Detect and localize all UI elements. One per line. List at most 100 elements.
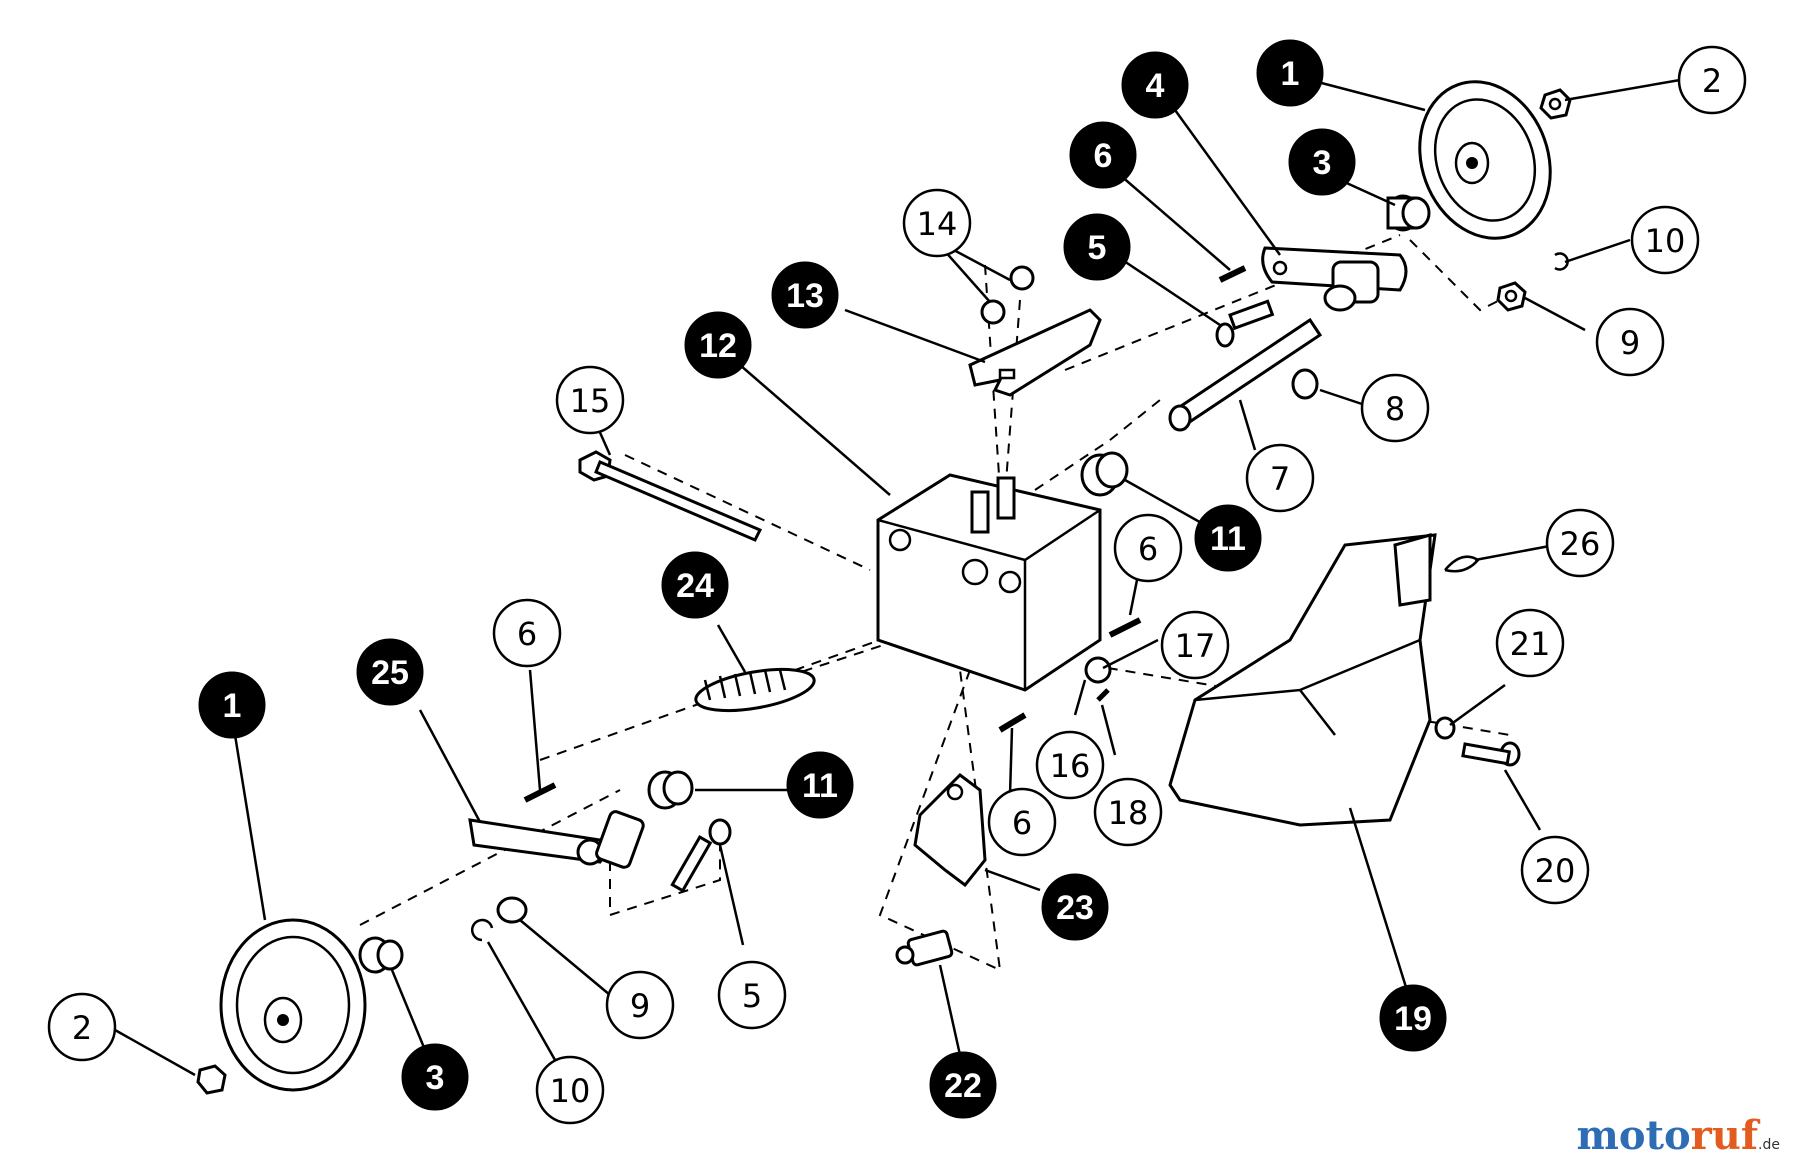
clamp-bracket xyxy=(913,773,987,888)
spacer-11-mid xyxy=(1080,451,1129,497)
washer xyxy=(1291,368,1319,400)
watermark-logo: motoruf.de xyxy=(1576,1112,1781,1159)
callout-8: 8 xyxy=(1360,373,1430,443)
nut-9-top xyxy=(1496,281,1527,312)
callout-10: 10 xyxy=(535,1055,605,1125)
callout-9: 9 xyxy=(1595,307,1665,377)
callout-circle xyxy=(1379,984,1447,1052)
callout-number: 23 xyxy=(1056,889,1094,927)
pin-top xyxy=(1218,265,1247,283)
callout-number: 5 xyxy=(742,977,762,1015)
callout-circle xyxy=(1160,610,1230,680)
leader-lines xyxy=(114,78,1681,1077)
spacer-bottom xyxy=(358,936,404,974)
callout-number: 9 xyxy=(630,987,650,1025)
callout-number: 6 xyxy=(517,615,537,653)
shaft xyxy=(1168,317,1323,432)
callout-12: 12 xyxy=(684,311,752,379)
callout-10: 10 xyxy=(1630,205,1700,275)
callout-1: 1 xyxy=(198,671,266,739)
callout-number: 14 xyxy=(917,205,958,243)
callout-9: 9 xyxy=(605,970,675,1040)
callout-number: 15 xyxy=(570,382,611,420)
callout-circle xyxy=(1113,513,1183,583)
callout-circle xyxy=(684,311,752,379)
cable-clamp xyxy=(895,929,954,967)
callout-11: 11 xyxy=(1194,504,1262,572)
callout-circle xyxy=(1677,45,1747,115)
callout-circle xyxy=(1041,873,1109,941)
pulley-bottom xyxy=(219,918,367,1092)
callout-number: 8 xyxy=(1385,390,1405,428)
callout-6: 6 xyxy=(492,598,562,668)
callout-11: 11 xyxy=(786,751,854,819)
callout-circle xyxy=(717,960,787,1030)
callout-circle xyxy=(401,1043,469,1111)
callout-13: 13 xyxy=(771,261,839,329)
callout-circle xyxy=(1245,443,1315,513)
nut-17 xyxy=(1084,656,1112,684)
callout-number: 26 xyxy=(1560,525,1601,563)
callout-15: 15 xyxy=(555,365,625,435)
callout-number: 19 xyxy=(1394,1000,1432,1038)
callout-number: 9 xyxy=(1620,324,1640,362)
bolt-bottom xyxy=(670,818,732,893)
callout-3: 3 xyxy=(1288,128,1356,196)
nut-14b xyxy=(980,299,1006,325)
callout-number: 10 xyxy=(550,1072,591,1110)
callout-circle xyxy=(535,1055,605,1125)
bracket xyxy=(968,308,1102,397)
callout-3: 3 xyxy=(401,1043,469,1111)
callout-number: 6 xyxy=(1012,804,1032,842)
callout-6: 6 xyxy=(987,787,1057,857)
pin-lower xyxy=(998,712,1027,733)
callout-number: 11 xyxy=(802,767,838,805)
washer-9-bottom xyxy=(496,896,528,924)
nut-14a xyxy=(1009,265,1035,291)
callout-2: 2 xyxy=(1677,45,1747,115)
callout-number: 12 xyxy=(699,327,737,365)
callout-circle xyxy=(1069,121,1137,189)
callout-circle xyxy=(661,551,729,619)
callout-number: 6 xyxy=(1094,137,1113,175)
callout-number: 13 xyxy=(786,277,824,315)
callout-number: 10 xyxy=(1645,222,1686,260)
callout-24: 24 xyxy=(661,551,729,619)
callout-6: 6 xyxy=(1069,121,1137,189)
callout-1: 1 xyxy=(1256,39,1324,107)
callout-number: 6 xyxy=(1138,530,1158,568)
callout-number: 20 xyxy=(1535,852,1576,890)
callout-circle xyxy=(1288,128,1356,196)
callout-circle xyxy=(1630,205,1700,275)
callout-circle xyxy=(987,787,1057,857)
callout-number: 18 xyxy=(1108,794,1149,832)
callout-number: 16 xyxy=(1050,747,1091,785)
callout-5: 5 xyxy=(1063,213,1131,281)
callout-4: 4 xyxy=(1121,51,1189,119)
nut-top xyxy=(1539,88,1572,120)
callout-circle xyxy=(555,365,625,435)
nut-bottom xyxy=(196,1064,227,1095)
idler-arm-top xyxy=(1261,246,1408,312)
spacer-11-bottom xyxy=(647,770,694,810)
bolt-20 xyxy=(1461,741,1521,767)
callout-23: 23 xyxy=(1041,873,1109,941)
clip-10-bottom xyxy=(470,918,494,942)
callout-circle xyxy=(1063,213,1131,281)
callout-5: 5 xyxy=(717,960,787,1030)
callout-6: 6 xyxy=(1113,513,1183,583)
callout-16: 16 xyxy=(1035,730,1105,800)
callout-circle xyxy=(929,1051,997,1119)
callout-circle xyxy=(356,638,424,706)
callout-number: 24 xyxy=(676,567,714,605)
callout-14: 14 xyxy=(902,188,972,258)
callout-circle xyxy=(902,188,972,258)
callout-number: 2 xyxy=(1702,62,1722,100)
callout-number: 7 xyxy=(1270,460,1290,498)
callout-number: 25 xyxy=(371,654,409,692)
idler-arm-bottom xyxy=(468,810,645,869)
callout-circle xyxy=(771,261,839,329)
control-box xyxy=(876,473,1102,692)
